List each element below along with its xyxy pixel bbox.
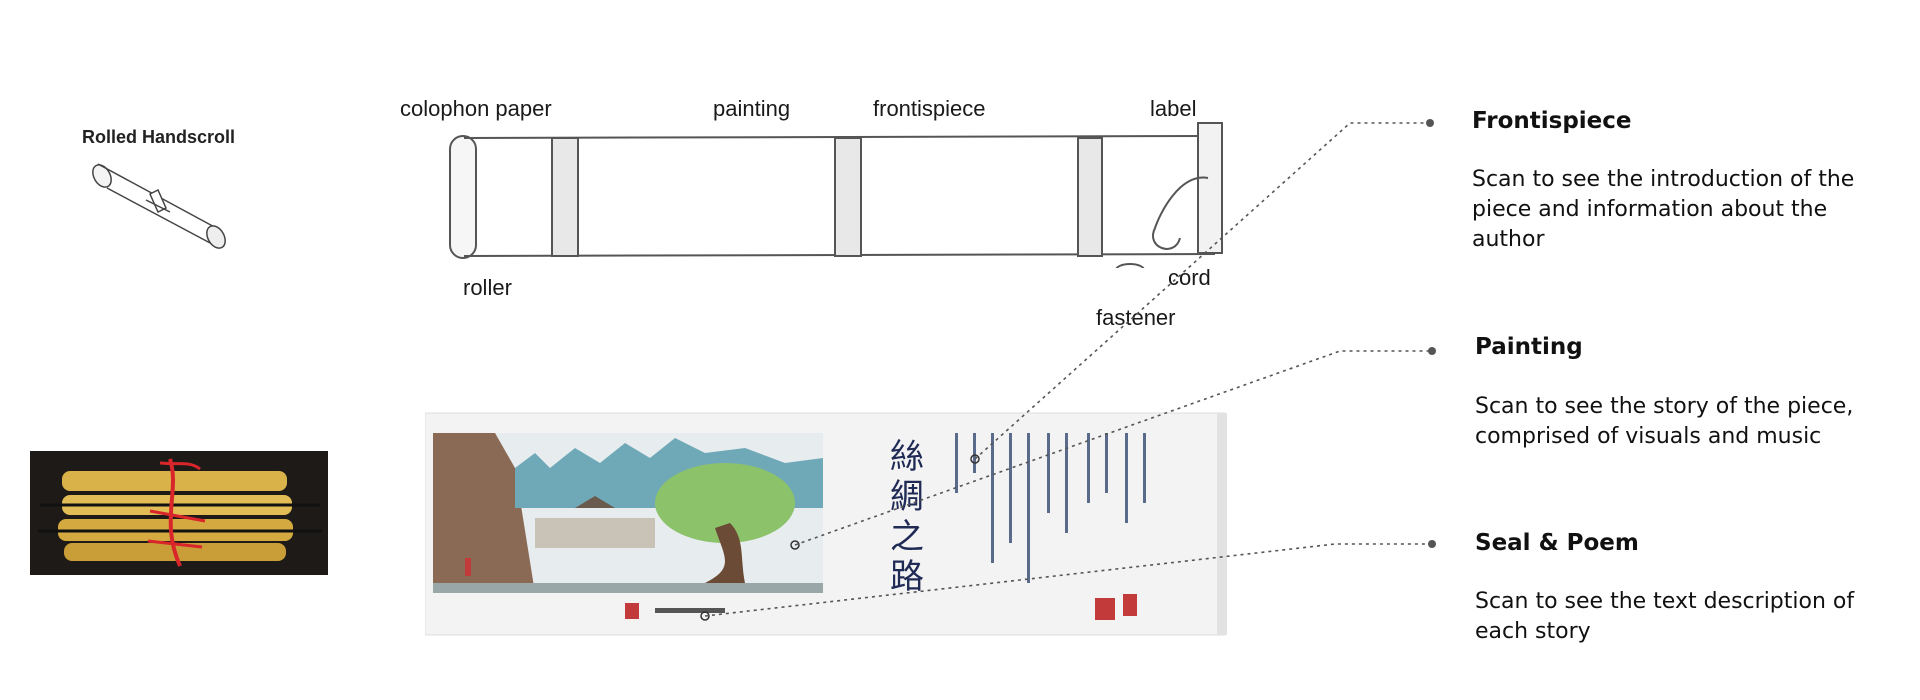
poem-text-columns — [955, 433, 1146, 583]
label-frontispiece: frontispiece — [873, 96, 986, 121]
end-stave — [1197, 122, 1223, 254]
leader-line-seal-poem — [704, 543, 1432, 617]
roller-shape — [449, 135, 477, 259]
seal-3 — [1123, 594, 1137, 616]
seal-2 — [1095, 598, 1115, 620]
fastener-shape — [1115, 263, 1145, 268]
handscroll-diagram — [449, 122, 1223, 268]
label-cord: cord — [1168, 265, 1211, 290]
label-roller: roller — [463, 275, 512, 300]
info-title-seal-poem: Seal & Poem — [1475, 530, 1639, 556]
label-fastener: fastener — [1096, 305, 1176, 330]
leader-line-painting — [794, 350, 1432, 546]
mounting-strip-1 — [551, 137, 579, 257]
rolled-scrolls-image — [30, 451, 328, 575]
seal-1 — [625, 603, 639, 619]
calligraphy-char-4: 路 — [890, 557, 924, 597]
seal-poem-text — [655, 608, 725, 613]
info-body-painting: Scan to see the story of the piece, comp… — [1475, 394, 1854, 449]
info-title-frontispiece: Frontispiece — [1472, 108, 1632, 134]
rolled-handscroll-title: Rolled Handscroll — [82, 127, 236, 147]
mounting-strip-3 — [1077, 137, 1103, 257]
label-label: label — [1150, 96, 1197, 121]
label-painting: painting — [713, 96, 791, 121]
info-body-seal-poem: Scan to see the text description of each… — [1475, 589, 1855, 644]
calligraphy-char-1: 絲 — [890, 437, 924, 477]
calligraphy-char-3: 之 — [890, 517, 924, 557]
leader-line-frontispiece — [974, 122, 1430, 460]
landscape-painting — [433, 433, 823, 593]
painted-scroll-image: 絲 綢 之 路 — [424, 412, 1227, 636]
mounting-strip-2 — [834, 137, 862, 257]
painted-scroll-photo: 絲 綢 之 路 — [424, 408, 1230, 640]
calligraphy-char-2: 綢 — [890, 477, 924, 517]
info-body-frontispiece: Scan to see the introduction of the piec… — [1472, 167, 1855, 252]
cord-shape — [1152, 176, 1209, 250]
rolled-scrolls-photo — [30, 451, 328, 575]
label-colophon-paper: colophon paper — [400, 96, 552, 121]
rolled-handscroll-illustration — [92, 163, 226, 249]
info-title-painting: Painting — [1475, 334, 1583, 360]
